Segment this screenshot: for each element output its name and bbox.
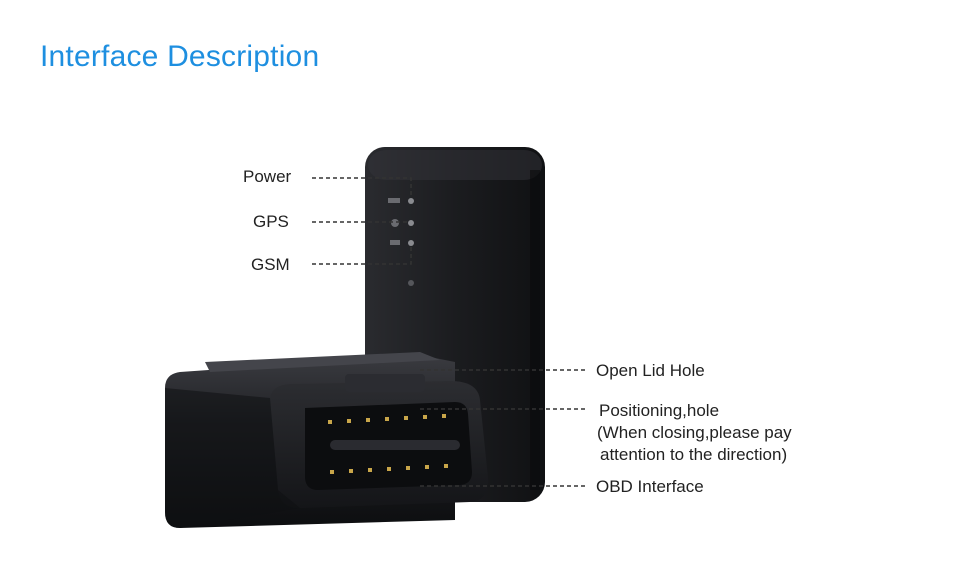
open-lid-hole bbox=[408, 280, 414, 286]
leader-lines bbox=[312, 177, 585, 487]
label-gsm: GSM bbox=[251, 255, 290, 274]
label-open-lid-hole: Open Lid Hole bbox=[596, 361, 705, 380]
page-title: Interface Description bbox=[40, 40, 320, 73]
gsm-led bbox=[390, 240, 414, 246]
label-gps: GPS bbox=[253, 212, 289, 231]
label-power: Power bbox=[243, 167, 292, 186]
obd-plug bbox=[165, 352, 489, 528]
label-positioning-note-1: (When closing,please pay bbox=[597, 423, 792, 442]
label-obd-interface: OBD Interface bbox=[596, 477, 704, 496]
gps-led bbox=[391, 219, 414, 227]
label-positioning-note-2: attention to the direction) bbox=[600, 445, 788, 464]
gsm-leader bbox=[312, 246, 412, 265]
label-positioning-hole: Positioning,hole bbox=[599, 401, 720, 420]
power-leader bbox=[312, 177, 412, 198]
power-led bbox=[388, 198, 414, 204]
